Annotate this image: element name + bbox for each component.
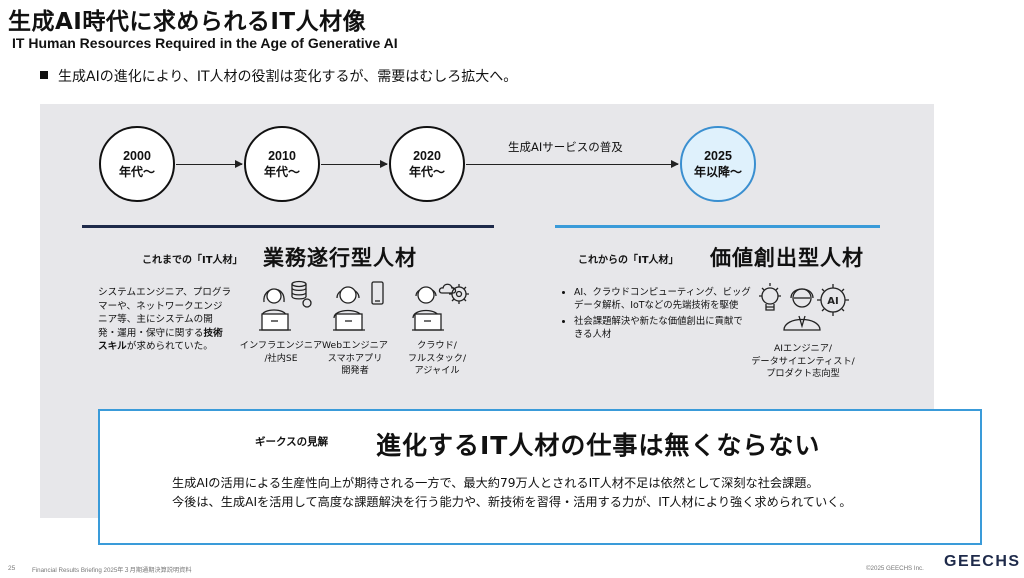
left-divider [82,225,494,228]
ai-engineer-lightbulb-gear-icon: AI [759,283,849,331]
page-title: 生成AI時代に求められるIT人材像 [8,9,367,35]
perspective-line: 今後は、生成AIを活用して高度な課題解決を行う能力や、新技術を習得・活用する力が… [172,495,852,509]
right-section-bullets: AI、クラウドコンピューティング、ビッグデータ解析、IoTなどの先端技術を駆使 … [560,286,752,344]
page-number: 25 [8,565,16,572]
perspective-label: ギークスの見解 [255,436,329,448]
left-section-description: システムエンジニア、プログラマーや、ネットワークエンジニア等、主にシステムの開発… [98,287,232,352]
right-section-heading: 価値創出型人材 [710,246,864,270]
timeline-year: 2025 [704,149,732,163]
timeline-year: 2010 [268,149,296,163]
page-subtitle: IT Human Resources Required in the Age o… [12,35,398,51]
left-section-label: これまでの「IT人材」 [142,255,243,266]
list-item: AI、クラウドコンピューティング、ビッグデータ解析、IoTなどの先端技術を駆使 [574,286,752,312]
perspective-text: 生成AIの活用による生産性向上が期待される一方で、最大約79万人とされるIT人材… [172,474,852,512]
timeline-arrow [321,160,388,168]
timeline-year: 2000 [123,149,151,163]
timeline-arrow [466,160,679,168]
square-bullet-icon [40,71,48,79]
timeline-node-2020: 2020 年代〜 [389,126,465,202]
timeline-node-2010: 2010 年代〜 [244,126,320,202]
role-label-infra: インフラエンジニア /社内SE [239,340,323,364]
person-laptop-database-icon [259,280,312,331]
timeline-era: 年以降〜 [693,165,742,179]
timeline-arrow [176,160,243,168]
summary-bullet: 生成AIの進化により、IT人材の役割は変化するが、需要はむしろ拡大へ。 [40,66,517,86]
perspective-line: 生成AIの活用による生産性向上が期待される一方で、最大約79万人とされるIT人材… [172,476,819,490]
left-section-heading: 業務遂行型人材 [263,246,417,270]
copyright: ©2025 GEECHS Inc. [866,565,924,572]
list-item: 社会課題解決や新たな価値創出に貢献できる人材 [574,315,752,341]
role-label-ai: AIエンジニア/ データサイエンティスト/ プロダクト志向型 [751,343,855,379]
timeline-era: 年代〜 [263,165,300,179]
timeline-note: 生成AIサービスの普及 [508,140,623,154]
role-label-web: Webエンジニア スマホアプリ 開発者 [322,340,388,376]
summary-text: 生成AIの進化により、IT人材の役割は変化するが、需要はむしろ拡大へ。 [58,69,518,85]
timeline-era: 年代〜 [408,165,445,179]
timeline-node-2000: 2000 年代〜 [99,126,175,202]
timeline-year: 2020 [413,149,441,163]
role-label-cloud: クラウド/ フルスタック/ アジャイル [407,340,467,376]
perspective-heading: 進化するIT人材の仕事は無くならない [376,431,821,460]
person-laptop-phone-icon [333,281,384,331]
timeline-era: 年代〜 [118,165,155,179]
right-section-label: これからの「IT人材」 [578,255,679,266]
footer-note: Financial Results Briefing 2025年３月期通期決算説… [32,567,192,574]
person-laptop-cloud-gear-icon [412,283,469,331]
perspective-box [98,409,982,545]
ai-icon-text: AI [827,296,838,307]
timeline-node-2025: 2025 年以降〜 [680,126,756,202]
right-divider [555,225,880,228]
company-logo: GEECHS [944,553,1021,570]
